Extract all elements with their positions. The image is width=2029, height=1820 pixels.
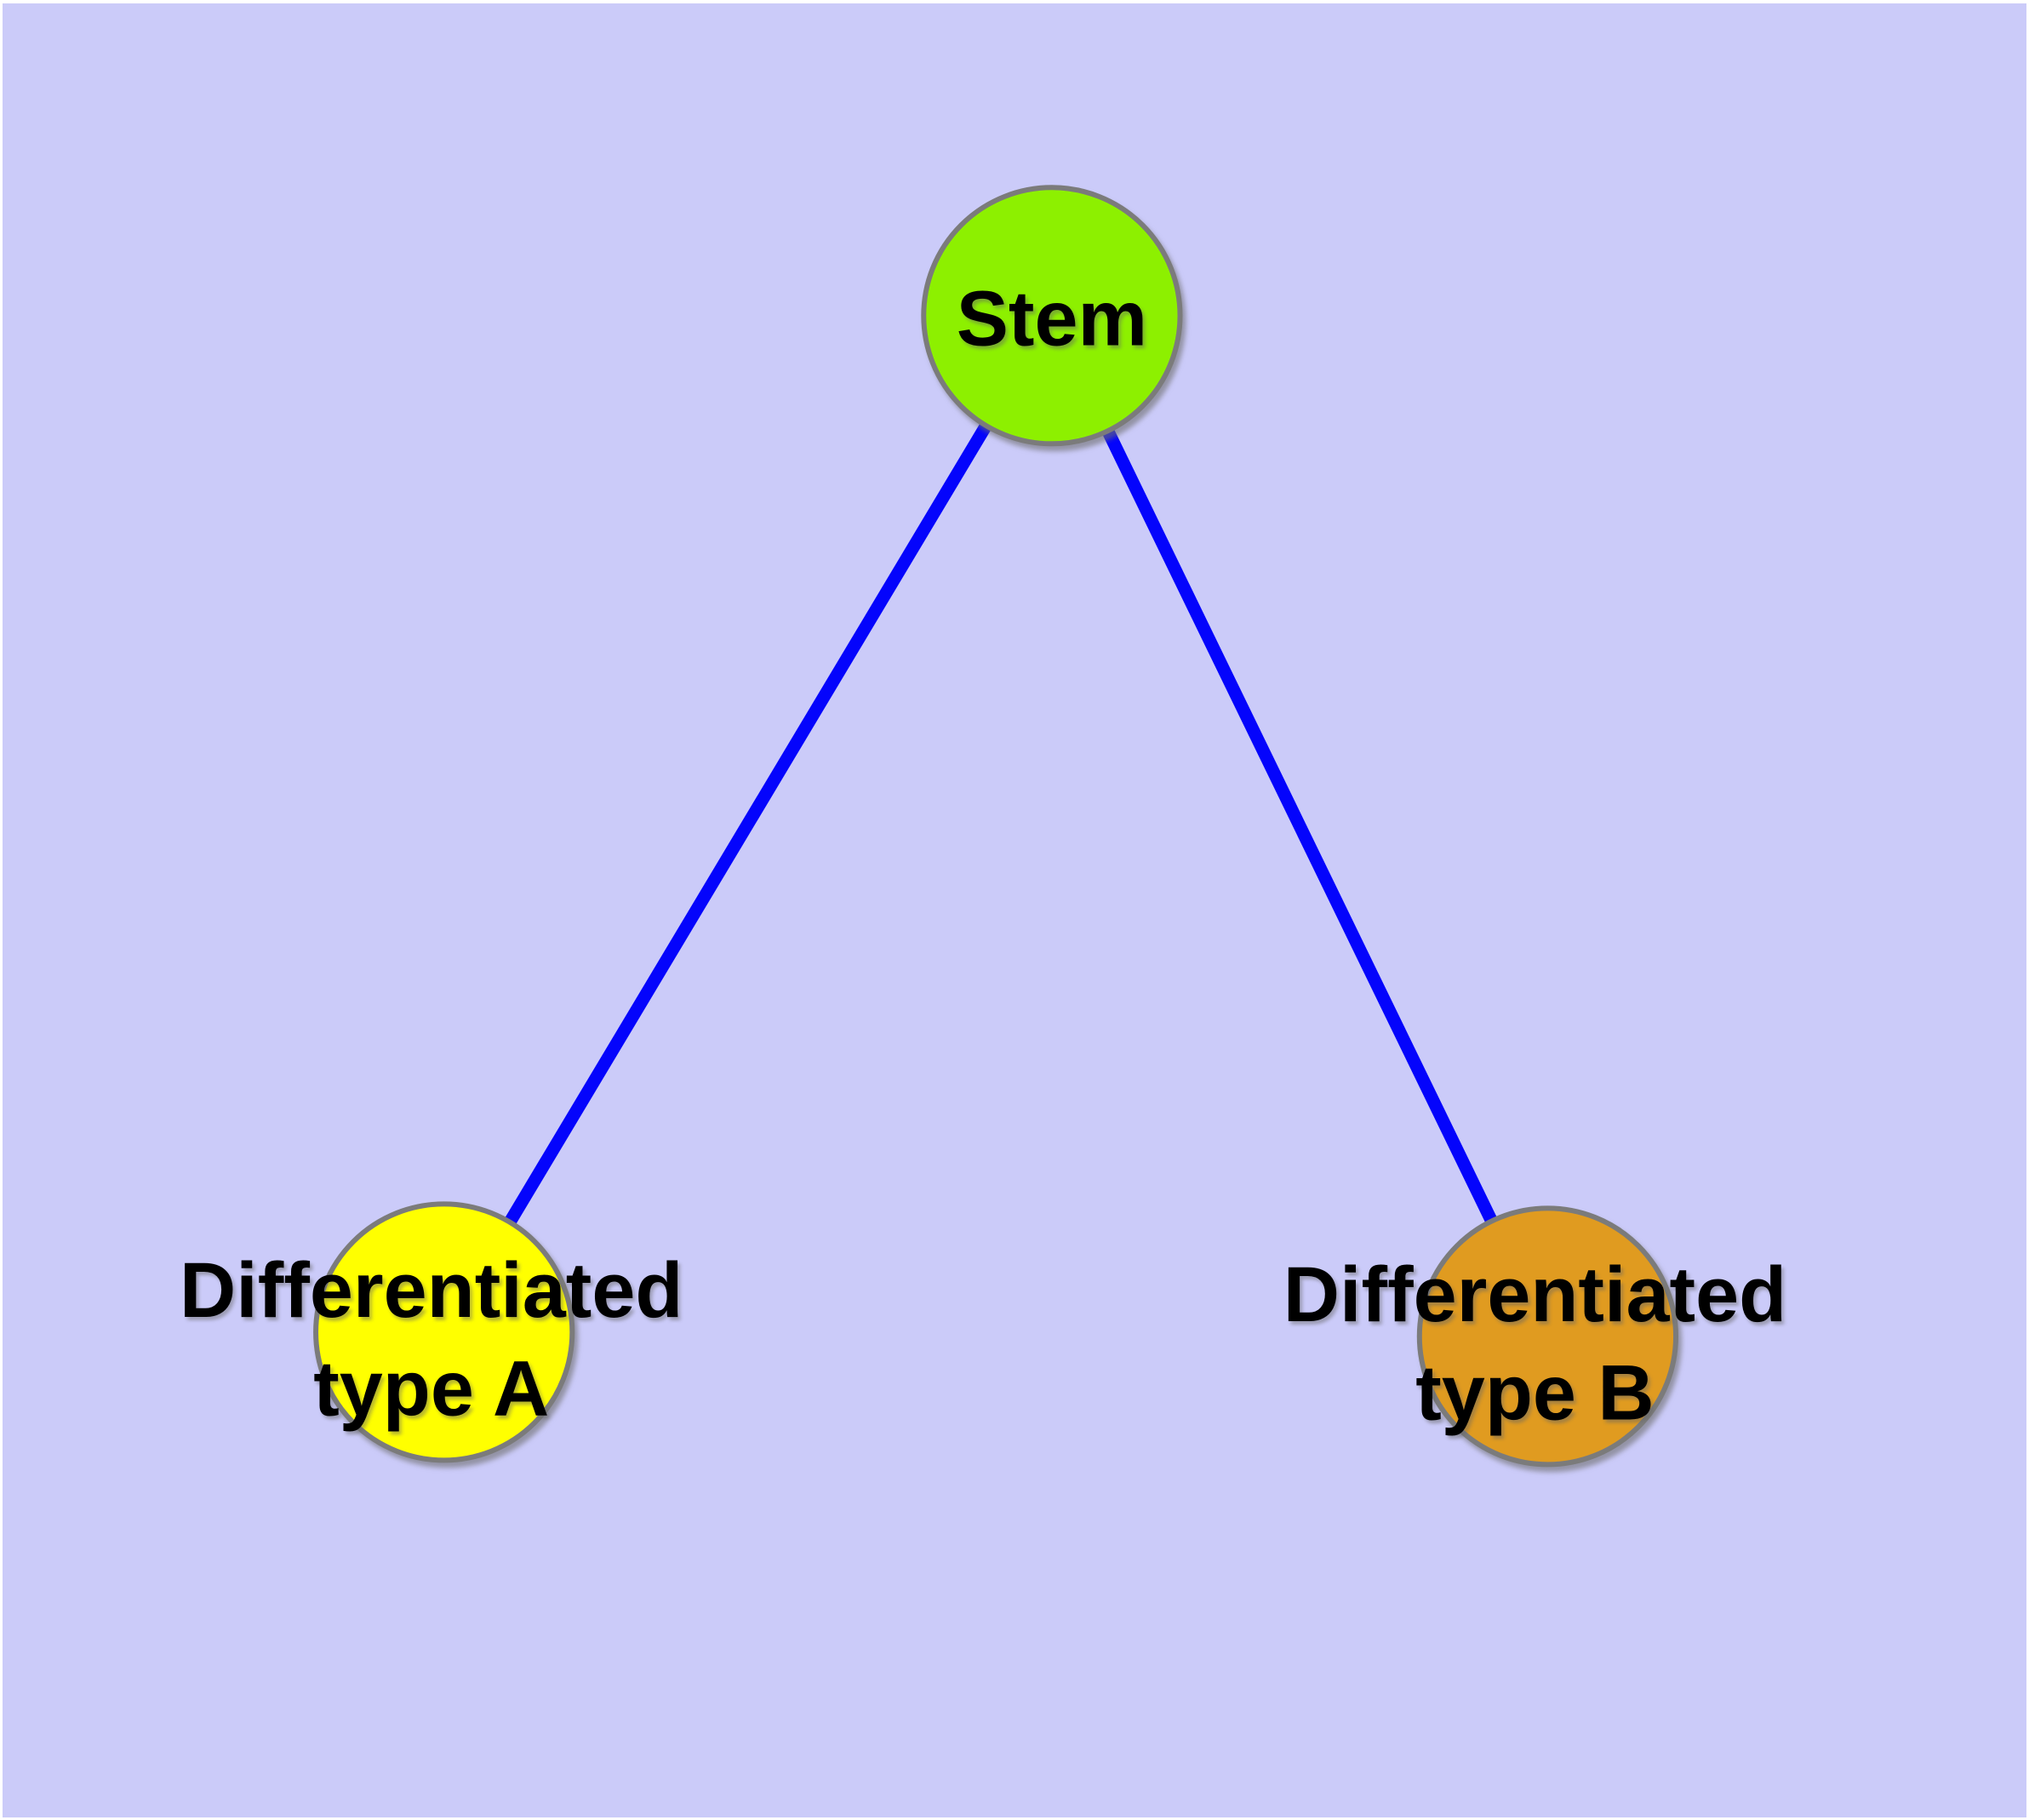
node-differentiated-type-b-label-line1: Differentiated xyxy=(1283,1251,1786,1338)
node-stem[interactable]: Stem xyxy=(921,185,1183,447)
node-differentiated-type-b[interactable]: Differentiated type B xyxy=(1283,1205,1786,1468)
node-differentiated-type-b-label-line2: type B xyxy=(1415,1350,1654,1437)
node-differentiated-type-a-label-line1: Differentiated xyxy=(180,1247,683,1334)
node-differentiated-type-a[interactable]: Differentiated type A xyxy=(180,1201,683,1463)
node-stem-label: Stem xyxy=(957,276,1147,363)
node-differentiated-type-a-label-line2: type A xyxy=(313,1346,549,1433)
node-differentiated-type-a-circle[interactable] xyxy=(313,1201,575,1463)
node-stem-circle[interactable] xyxy=(921,185,1183,447)
edge-stem-to-type-b xyxy=(1046,312,1554,1340)
graph-canvas: Stem Differentiated type A Differentiate… xyxy=(180,185,1786,1468)
node-differentiated-type-b-circle[interactable] xyxy=(1416,1205,1679,1468)
graph-background: Stem Differentiated type A Differentiate… xyxy=(3,3,2026,1817)
edge-stem-to-type-a xyxy=(438,312,1058,1336)
